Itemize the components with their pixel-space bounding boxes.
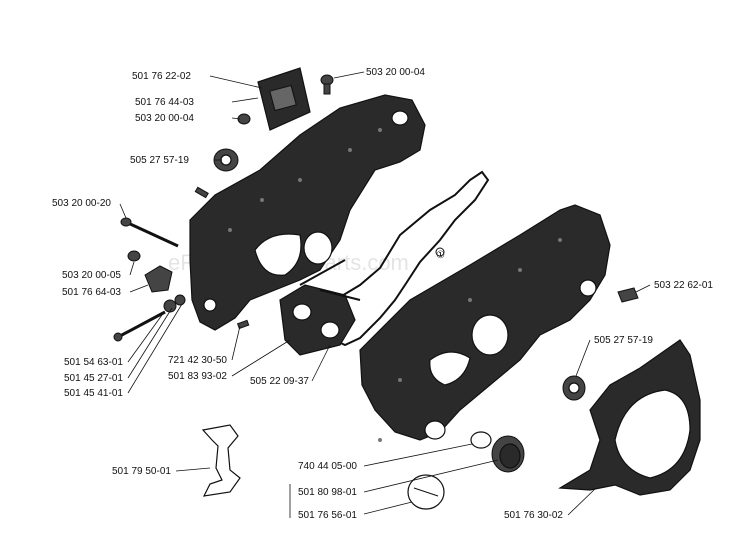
part-label: 501 83 93-02 (168, 371, 227, 382)
bracket-501-76-64-03 (144, 265, 173, 293)
part-label: 501 76 64-03 (62, 287, 121, 298)
part-label: 503 20 00-04 (135, 113, 194, 124)
part-label: 503 20 00-20 (52, 198, 111, 209)
long-screw-503-20-00-20 (120, 217, 179, 248)
intake-plate (257, 67, 311, 131)
part-label: 505 22 09-37 (250, 376, 309, 387)
part-label: 501 76 30-02 (504, 510, 563, 521)
part-labels: 501 76 22-02 503 20 00-04 501 76 44-03 5… (52, 67, 713, 521)
part-label: 740 44 05-00 (298, 461, 357, 472)
callout-marker: ① (436, 250, 445, 261)
part-label: 501 76 56-01 (298, 510, 357, 521)
part-label: 501 76 22-02 (132, 71, 191, 82)
part-label: 501 45 41-01 (64, 388, 123, 399)
clip-503-22-62-01 (617, 287, 639, 303)
part-label: 505 27 57-19 (594, 335, 653, 346)
bolt-503-20-00-05 (127, 250, 141, 262)
bolt-503-20-00-04-top (320, 74, 334, 95)
part-label: 505 27 57-19 (130, 155, 189, 166)
part-label: 501 80 98-01 (298, 487, 357, 498)
tank-cap-501-76-56-01 (407, 474, 445, 510)
seal-740-44-05-00 (470, 431, 492, 449)
right-crankcase-half (359, 204, 611, 442)
side-cover-501-76-30-02 (558, 339, 701, 496)
cover-gasket-plate (279, 259, 361, 356)
chain-catcher-501-79-50-01 (201, 424, 241, 497)
part-label: 721 42 30-50 (168, 355, 227, 366)
part-label: 501 54 63-01 (64, 357, 123, 368)
part-label: 503 20 00-04 (366, 67, 425, 78)
part-label: 501 76 44-03 (135, 97, 194, 108)
seal-ring-right (562, 375, 586, 401)
leader-lines (119, 71, 651, 518)
part-label: 501 45 27-01 (64, 373, 123, 384)
part-label: 501 79 50-01 (112, 466, 171, 477)
oil-cap-knob (491, 435, 525, 473)
part-label: 503 20 00-05 (62, 270, 121, 281)
part-label: 503 22 62-01 (654, 280, 713, 291)
screw-501-54-63-01 (113, 294, 186, 342)
left-crankcase-half (189, 94, 426, 331)
dowel-pins (194, 186, 250, 330)
